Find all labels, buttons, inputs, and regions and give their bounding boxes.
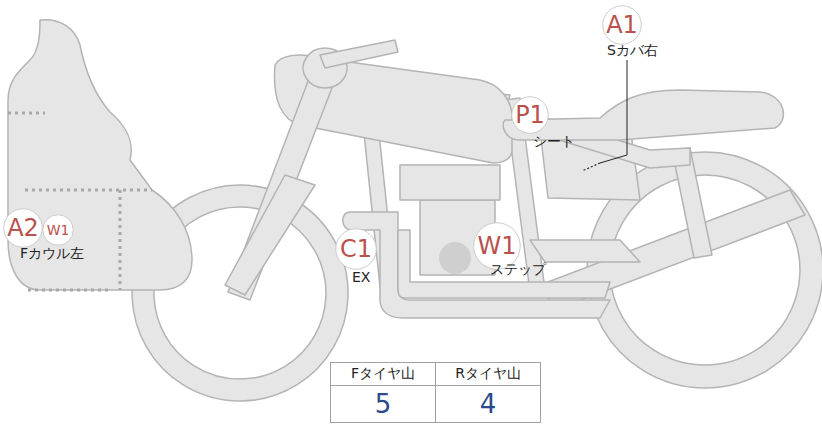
callout-circle: P1: [511, 96, 549, 134]
part-name: シート: [533, 134, 575, 149]
callout-circle: A2: [3, 208, 43, 248]
part-name: ステップ: [490, 262, 546, 277]
table-header: Fタイヤ山: [351, 366, 415, 381]
leader-line: [582, 163, 600, 171]
table-value: 4: [480, 390, 497, 419]
callout-number: A1: [602, 5, 642, 45]
leader-line: [600, 60, 627, 163]
part-name: EX: [352, 270, 370, 285]
callout-circle: W1: [42, 214, 74, 246]
callout-number: P1: [511, 96, 549, 134]
callout-circle: C1: [335, 228, 377, 270]
tread-table: [330, 362, 541, 423]
part-name: Sカバ右: [607, 43, 658, 58]
callout-number: C1: [335, 228, 377, 270]
callout-circle: A1: [602, 5, 642, 45]
callout-number: W1: [42, 214, 74, 246]
part-name: Fカウル左: [20, 246, 84, 261]
table-value: 5: [375, 390, 392, 419]
callout-number: A2: [3, 208, 43, 248]
table-header: Rタイヤ山: [455, 366, 521, 381]
